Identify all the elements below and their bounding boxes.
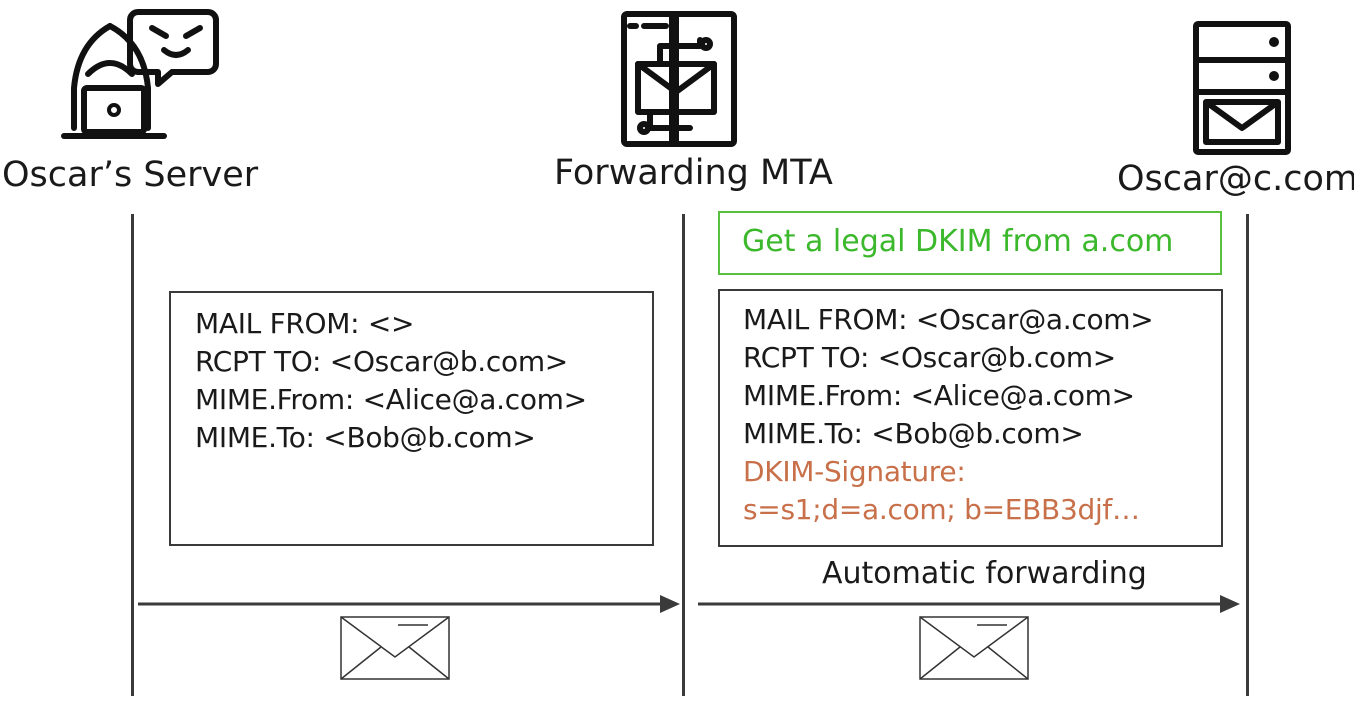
- dkim-note-text: Get a legal DKIM from a.com: [742, 224, 1174, 259]
- message-line: MAIL FROM: <>: [195, 307, 415, 340]
- actor-label-oscar-server: Oscar’s Server: [2, 155, 259, 195]
- envelope-icon: [919, 616, 1029, 680]
- message-line: MIME.From: <Alice@a.com>: [195, 383, 587, 416]
- mail-inbox-server-icon: [1193, 21, 1291, 155]
- message-line: RCPT TO: <Oscar@b.com>: [195, 345, 568, 378]
- lifeline-forwarding-mta: [682, 214, 685, 696]
- automatic-forwarding-label: Automatic forwarding: [822, 556, 1147, 591]
- left-message-box: MAIL FROM: <> RCPT TO: <Oscar@b.com> MIM…: [169, 291, 654, 546]
- message-line: MAIL FROM: <Oscar@a.com>: [743, 303, 1154, 336]
- dkim-signature-line: DKIM-Signature:: [743, 455, 966, 488]
- actor-label-oscar-c: Oscar@c.com: [1117, 159, 1354, 199]
- message-line: MIME.From: <Alice@a.com>: [743, 379, 1135, 412]
- lifeline-oscar-c: [1246, 214, 1249, 696]
- message-line: MIME.To: <Bob@b.com>: [195, 421, 536, 454]
- message-line: MIME.To: <Bob@b.com>: [743, 417, 1084, 450]
- hacker-icon: [61, 9, 219, 139]
- envelope-icon: [340, 616, 450, 680]
- right-message-lines: MAIL FROM: <Oscar@a.com> RCPT TO: <Oscar…: [743, 301, 1154, 529]
- message-line: RCPT TO: <Oscar@b.com>: [743, 341, 1116, 374]
- dkim-signature-line: s=s1;d=a.com; b=EBB3djf…: [743, 493, 1140, 526]
- lifeline-oscar-server: [131, 214, 134, 696]
- actor-label-forwarding-mta: Forwarding MTA: [554, 153, 833, 193]
- dkim-note-box: Get a legal DKIM from a.com: [718, 211, 1222, 275]
- mail-server-icon: [621, 11, 737, 147]
- left-message-lines: MAIL FROM: <> RCPT TO: <Oscar@b.com> MIM…: [195, 305, 587, 457]
- right-message-box: MAIL FROM: <Oscar@a.com> RCPT TO: <Oscar…: [718, 289, 1223, 547]
